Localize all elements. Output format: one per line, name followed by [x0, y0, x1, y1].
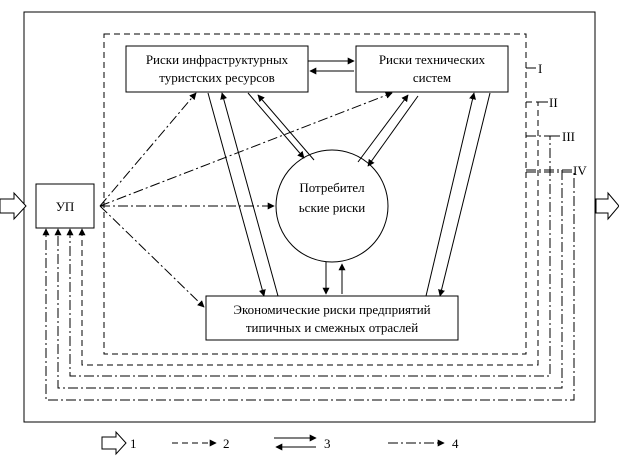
node-infra-line1: Риски инфраструктурных — [146, 52, 289, 67]
legend-item-2: 2 — [172, 436, 230, 451]
node-tech-line2: систем — [413, 70, 451, 85]
legend-item-4: 4 — [388, 436, 459, 451]
legend-item-1: 1 — [101, 430, 137, 456]
level-label-iii: III — [562, 129, 575, 144]
level-label-iv: IV — [573, 163, 587, 178]
node-tech-box — [355, 45, 509, 93]
feedback-loop-v — [42, 171, 575, 401]
feedback-loop-iii — [66, 135, 551, 377]
legend: 1 2 3 4 — [101, 430, 459, 456]
level-label-ii: II — [549, 95, 558, 110]
node-consumer-line1: Потребител — [299, 180, 365, 195]
legend-item-3: 3 — [274, 434, 331, 451]
level-label-i: I — [538, 61, 542, 76]
feedback-loop-ii — [78, 101, 539, 366]
node-infra-line2: туристских ресурсов — [159, 70, 274, 85]
input-arrow — [0, 191, 27, 221]
node-consumer-circle — [275, 149, 389, 263]
legend-label-4: 4 — [452, 436, 459, 451]
legend-label-3: 3 — [324, 436, 331, 451]
up-outgoing-arrows — [99, 92, 393, 308]
node-tech-line1: Риски технических — [379, 52, 486, 67]
node-econ-line1: Экономические риски предприятий — [233, 302, 430, 317]
node-econ-box — [205, 295, 459, 341]
node-up-label: УП — [56, 199, 75, 214]
interaction-arrows — [207, 57, 491, 297]
level-loop-i — [103, 33, 527, 355]
level-ticks — [526, 67, 572, 171]
node-up-box — [35, 183, 95, 229]
node-econ-line2: типичных и смежных отраслей — [246, 320, 418, 335]
node-consumer-line2: ьские риски — [299, 200, 366, 215]
feedback-loop-iv — [54, 169, 563, 389]
legend-label-1: 1 — [130, 436, 137, 451]
legend-label-2: 2 — [223, 436, 230, 451]
node-infra-box — [125, 45, 309, 93]
outer-frame — [23, 11, 596, 423]
output-arrow — [595, 191, 619, 221]
